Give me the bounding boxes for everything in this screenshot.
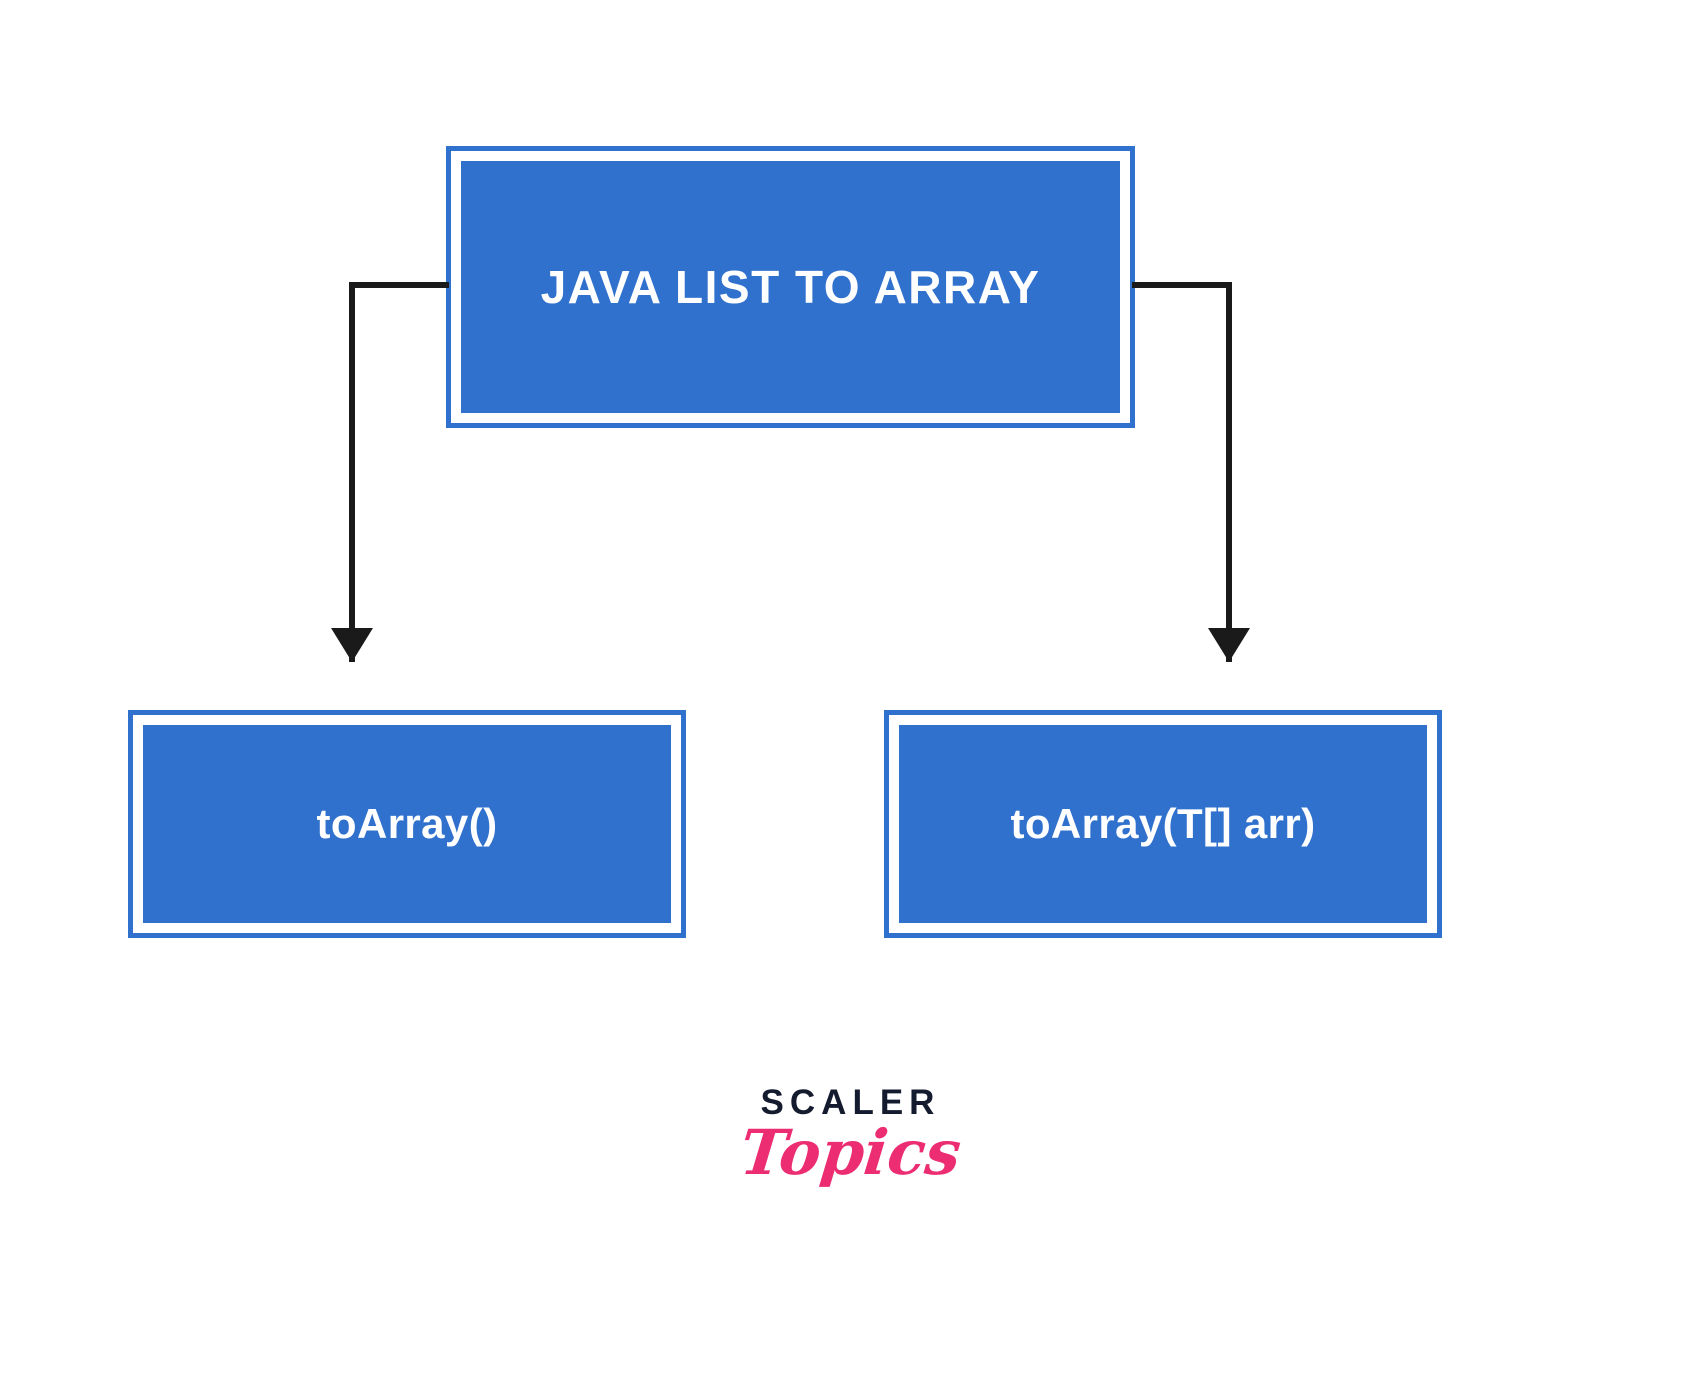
connector-left-horizontal — [349, 282, 449, 288]
node-java-list-to-array: JAVA LIST TO ARRAY — [446, 146, 1135, 428]
connector-left-vertical — [349, 282, 355, 662]
connector-right-horizontal — [1132, 282, 1232, 288]
node-to-array-label: toArray() — [316, 799, 498, 847]
node-java-list-to-array-label: JAVA LIST TO ARRAY — [540, 260, 1041, 313]
logo-product-text: Topics — [736, 1116, 965, 1189]
arrowhead-left-icon — [331, 628, 373, 662]
node-to-array-typed: toArray(T[] arr) — [884, 710, 1442, 938]
node-to-array-typed-fill: toArray(T[] arr) — [899, 725, 1427, 923]
logo-brand-text: SCALER — [760, 1083, 941, 1122]
node-to-array-fill: toArray() — [143, 725, 671, 923]
node-to-array-typed-label: toArray(T[] arr) — [1010, 799, 1316, 847]
connector-right-vertical — [1226, 282, 1232, 662]
node-to-array: toArray() — [128, 710, 686, 938]
node-java-list-to-array-fill: JAVA LIST TO ARRAY — [461, 161, 1120, 413]
arrowhead-right-icon — [1208, 628, 1250, 662]
scaler-topics-logo: SCALER Topics — [0, 1083, 1701, 1189]
